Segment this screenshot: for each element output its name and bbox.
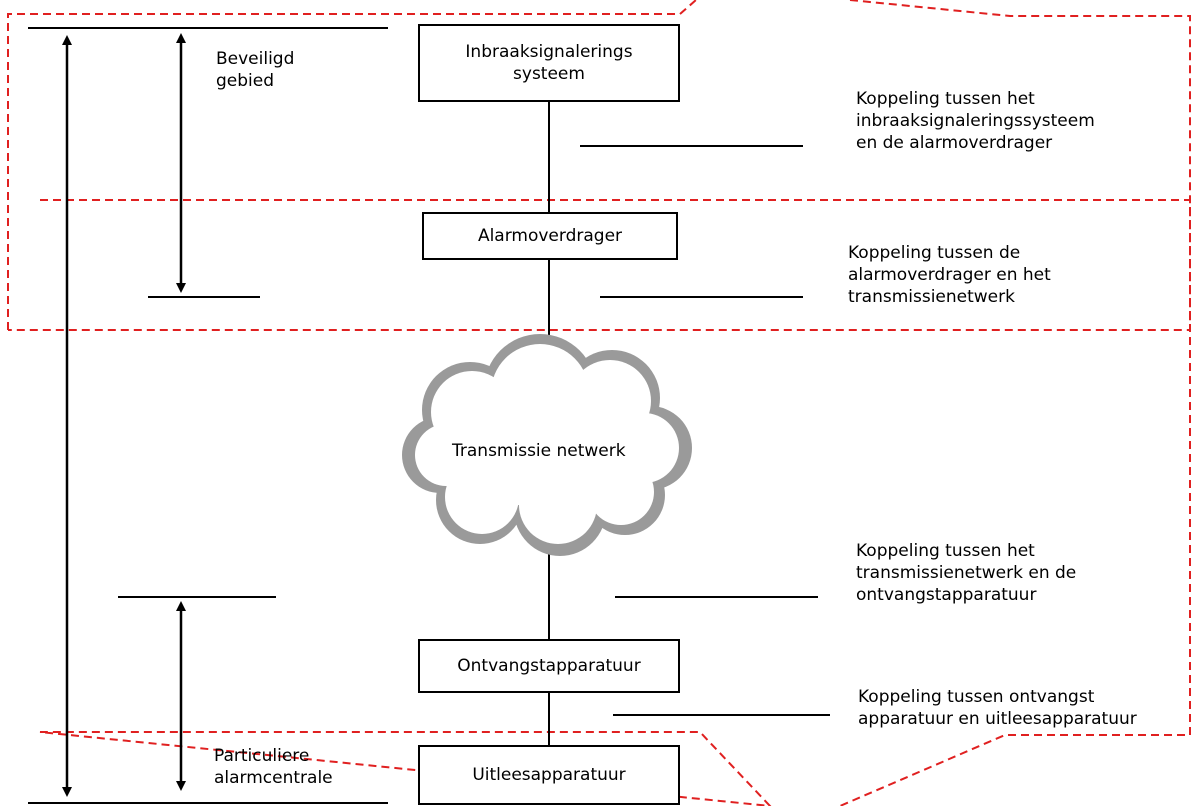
protected-area-label-line1: Beveiligd <box>216 49 295 69</box>
network-label: Transmissie netwerk <box>452 440 626 462</box>
intrusion-system-label-line2: systeem <box>513 64 585 84</box>
interface-2-line3: transmissienetwerk <box>848 287 1015 302</box>
interface-4-line2: apparatuur en uitleesapparatuur <box>858 709 1137 729</box>
intrusion-system-box: Inbraaksignalerings systeem <box>418 24 680 102</box>
receiving-equipment-label: Ontvangstapparatuur <box>457 656 641 676</box>
alarm-transmitter-box: Alarmoverdrager <box>422 212 678 260</box>
protected-area-label-line2: gebied <box>216 71 275 91</box>
readout-equipment-box: Uitleesapparatuur <box>418 745 680 805</box>
receiving-equipment-box: Ontvangstapparatuur <box>418 639 680 693</box>
interface-3-line1: Koppeling tussen het <box>856 541 1035 561</box>
readout-equipment-label: Uitleesapparatuur <box>472 765 626 785</box>
network-label-text: Transmissie netwerk <box>452 441 626 461</box>
alarm-center-label-line2: alarmcentrale <box>214 768 333 788</box>
interface-2-line1: Koppeling tussen de <box>848 243 1021 263</box>
dashed-region-top <box>7 0 1191 331</box>
interface-3-line2: transmissienetwerk en de <box>856 563 1077 583</box>
interface-3-line3: ontvangstapparatuur <box>856 585 1037 605</box>
interface-network-receiving-label: Koppeling tussen het transmissienetwerk … <box>856 540 1076 606</box>
network-cloud-icon <box>402 334 692 556</box>
alarm-transmitter-label: Alarmoverdrager <box>477 226 623 246</box>
interface-1-line1: Koppeling tussen het <box>856 89 1035 109</box>
interface-ids-transmitter-label: Koppeling tussen het inbraaksignalerings… <box>856 88 1095 154</box>
interface-transmitter-network-label: Koppeling tussen de alarmoverdrager en h… <box>848 242 1051 302</box>
protected-area-label: Beveiligd gebied <box>216 48 294 92</box>
interface-2-line2: alarmoverdrager en het <box>848 265 1051 285</box>
dashed-region-bottom <box>39 199 1191 806</box>
intrusion-system-label-line1: Inbraaksignalerings <box>465 42 633 62</box>
interface-4-line1: Koppeling tussen ontvangst <box>858 687 1095 707</box>
alarm-center-label: Particuliere alarmcentrale <box>214 745 333 789</box>
interface-receiving-readout-label: Koppeling tussen ontvangst apparatuur en… <box>858 686 1137 730</box>
interface-1-line3: en de alarmoverdrager <box>856 133 1053 153</box>
alarm-center-label-line1: Particuliere <box>214 746 310 766</box>
interface-1-line2: inbraaksignaleringssysteem <box>856 111 1095 131</box>
